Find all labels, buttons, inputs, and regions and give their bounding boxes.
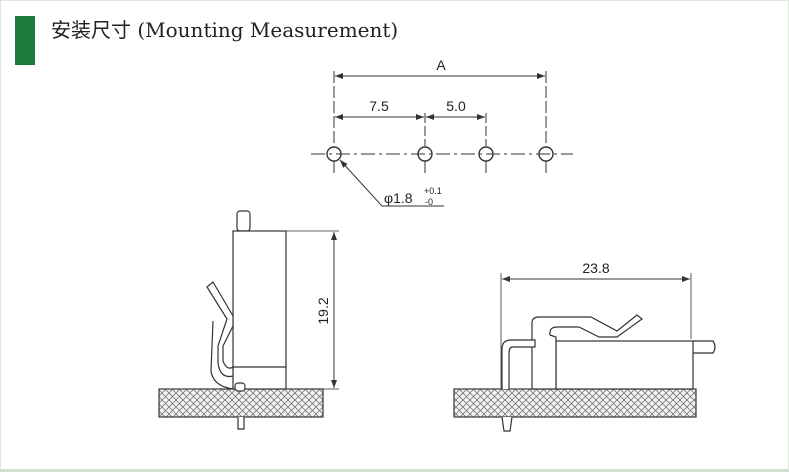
top-pin <box>236 210 251 232</box>
hole-pattern-view <box>311 71 573 207</box>
hole-diameter-label: φ1.8 <box>384 190 413 206</box>
side-pin <box>693 340 716 354</box>
mounting-hole <box>417 146 433 162</box>
tolerance-upper: +0.1 <box>424 186 442 196</box>
housing-body <box>555 340 694 390</box>
mounting-hole <box>478 146 494 162</box>
dimension-a-label: A <box>436 57 446 73</box>
height-label: 19.2 <box>315 297 331 324</box>
bent-pin <box>501 339 536 389</box>
bottom-pin <box>501 416 513 432</box>
front-view <box>453 273 716 432</box>
pcb-board <box>453 388 697 418</box>
housing-body <box>232 230 287 390</box>
pitch-1-label: 7.5 <box>369 98 389 114</box>
tolerance-lower: -0 <box>425 197 433 207</box>
latch-arm <box>531 314 643 390</box>
pitch-2-label: 5.0 <box>446 98 466 114</box>
extension-lines <box>333 71 547 173</box>
latch-clip <box>206 281 234 378</box>
length-label: 23.8 <box>582 260 609 276</box>
section-accent-bar <box>15 16 35 65</box>
mounting-hole <box>326 146 342 162</box>
bottom-pin <box>237 417 245 430</box>
hole-diameter-leader <box>339 159 444 207</box>
section-title: 安装尺寸 (Mounting Measurement) <box>51 18 399 42</box>
mounting-hole <box>538 146 554 162</box>
side-view <box>158 210 339 430</box>
pcb-board <box>158 388 324 418</box>
